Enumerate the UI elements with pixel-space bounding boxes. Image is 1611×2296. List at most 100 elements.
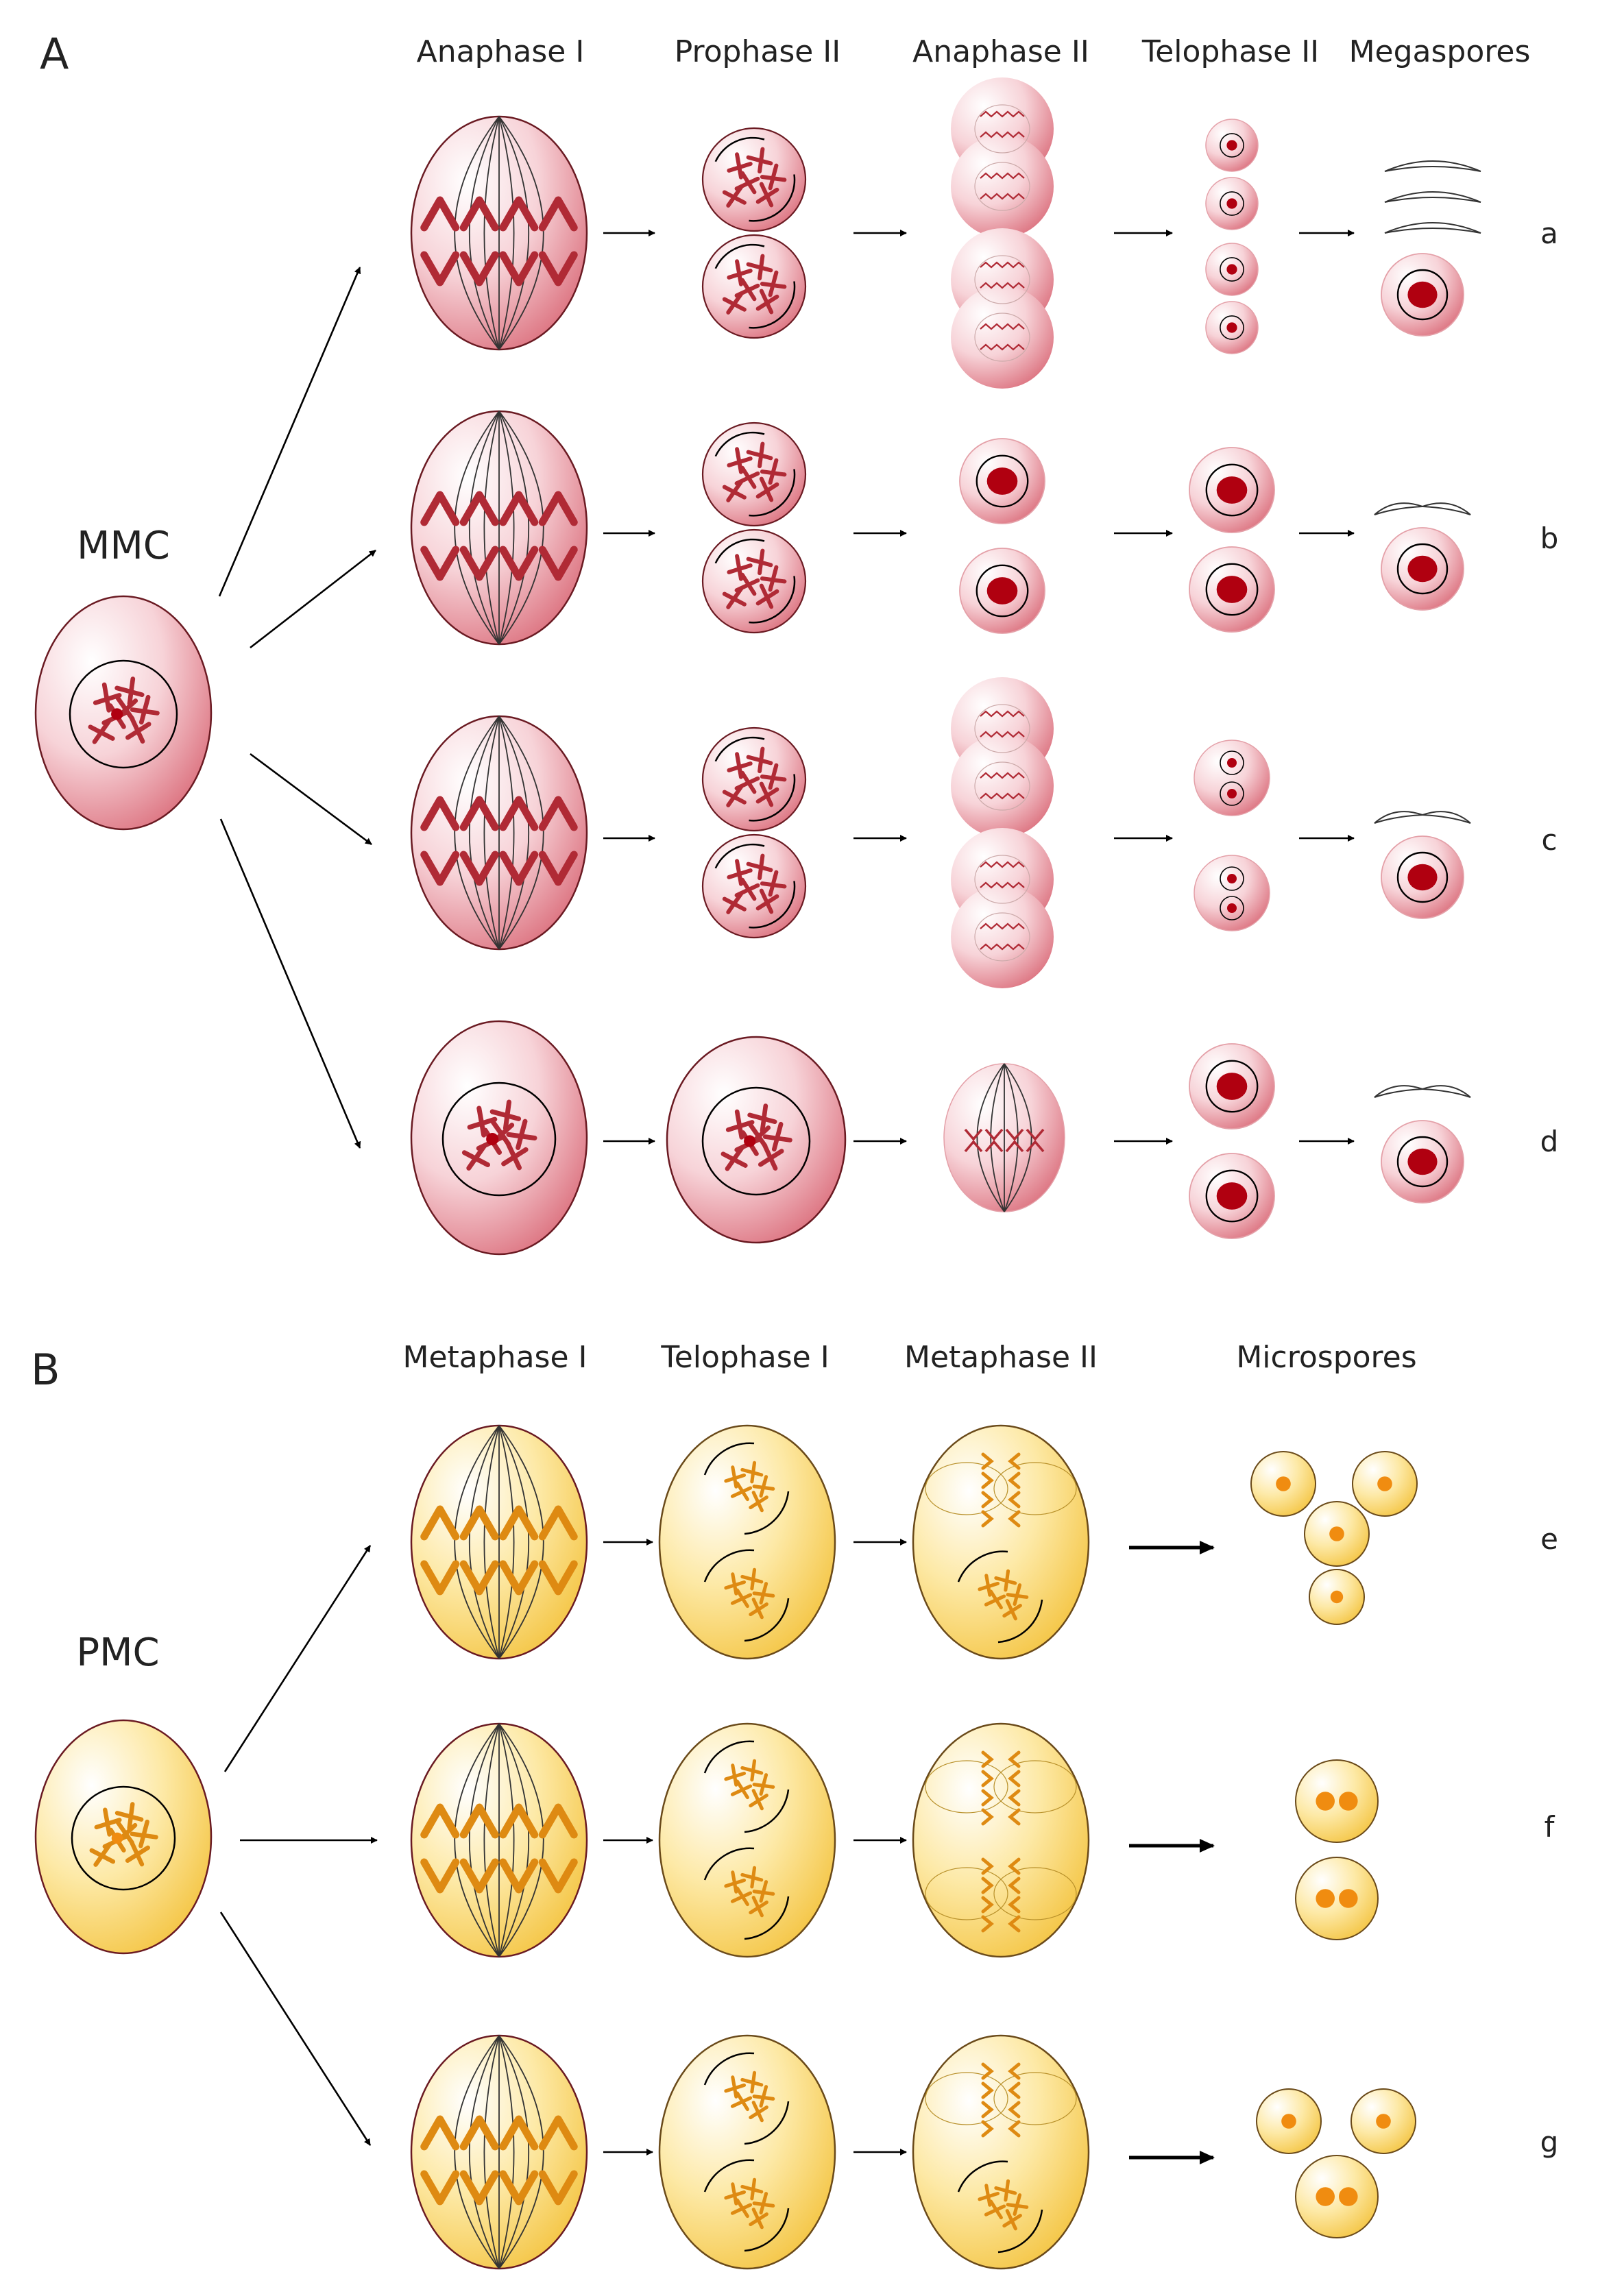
degenerate-spore [1384, 191, 1481, 203]
chromosome [420, 851, 460, 886]
functional-megaspore [1381, 1120, 1464, 1204]
chromosome [981, 2101, 1021, 2118]
spindle-fiber [993, 1462, 1077, 1515]
chromosome [964, 1128, 983, 1153]
prophase-ii-cell-d [666, 1036, 847, 1244]
nucleolus [1227, 758, 1237, 768]
cell-wall [1295, 1857, 1379, 1940]
chromosome [538, 1803, 578, 1839]
nucleolus [1226, 198, 1237, 209]
nuclear-envelope-fragment [749, 174, 796, 222]
chromosome [746, 147, 773, 174]
spindle-fiber [468, 2035, 500, 2269]
nucleus [1329, 1526, 1344, 1541]
functional-megaspore [1381, 253, 1464, 337]
nuclear-envelope-fragment [744, 1598, 790, 1642]
chromosome [758, 1143, 784, 1171]
nucleolus [1407, 281, 1438, 308]
spindle-fiber [993, 1760, 1077, 1813]
arrow [223, 1545, 372, 1772]
chromosome [1005, 1128, 1024, 1153]
stage-label-megaspores: Megaspores [1349, 34, 1531, 69]
chromosome [459, 251, 499, 286]
chromosome [740, 1461, 764, 1484]
chromosome [760, 870, 787, 897]
spindle-fiber [993, 2072, 1077, 2125]
chromosome [459, 546, 499, 581]
chromosome [980, 923, 1025, 930]
nuclear-envelope-fragment [714, 136, 765, 162]
spindle-fiber [498, 1425, 544, 1659]
nuclear-envelope-fragment [744, 1789, 790, 1833]
chromosome [420, 796, 460, 831]
nucleus [1281, 2114, 1296, 2129]
nuclear-envelope-fragment [703, 1442, 755, 1476]
chromosome [981, 1915, 1021, 1933]
arrow [250, 549, 376, 649]
microspore-binucleate [1295, 2155, 1379, 2238]
chromosome [420, 1505, 460, 1541]
chromosome [980, 792, 1025, 800]
nuclear-envelope [69, 659, 178, 769]
chromosome [730, 1779, 753, 1800]
nucleus [1316, 1792, 1335, 1811]
spindle-fiber [498, 411, 544, 645]
nuclear-envelope [1205, 563, 1259, 616]
degenerate-spore [1374, 811, 1423, 824]
prophase-ii-cell [701, 127, 807, 232]
chromosome [538, 796, 578, 831]
spindle-fiber [483, 411, 500, 645]
degenerate-spore [1374, 502, 1423, 515]
chromosome [740, 1567, 764, 1591]
chromosome [980, 282, 1025, 289]
nuclear-envelope-fragment [957, 2160, 1008, 2193]
spindle-fiber [454, 716, 500, 950]
chromosome [722, 479, 747, 502]
nucleolus [1407, 864, 1438, 891]
microspore-binucleate [1295, 1857, 1379, 1940]
spindle-fiber [468, 1425, 500, 1659]
microspore [1352, 1451, 1418, 1517]
cell-lobe [951, 735, 1054, 838]
spindle-fiber [498, 2035, 515, 2269]
chromosome [746, 441, 773, 469]
anaphase-ii-cell [951, 77, 1054, 238]
chromosome [538, 196, 578, 232]
spindle-fiber [974, 912, 1030, 962]
spindle-fiber [454, 116, 500, 350]
chromosome [984, 1589, 1006, 1610]
chromosome [499, 851, 539, 886]
chromosome [994, 2179, 1017, 2202]
chromosome [1026, 1128, 1045, 1153]
anaphase-ii-cell-d [943, 1063, 1065, 1212]
telophase-ii-cell-c [1194, 740, 1270, 931]
chromosome [746, 853, 773, 881]
chromosome [420, 1858, 460, 1894]
spindle-fiber [498, 411, 530, 645]
chromosome [499, 546, 539, 581]
arrow [218, 267, 361, 597]
nuclear-envelope-fragment [749, 469, 796, 517]
spindle-fiber [974, 162, 1030, 211]
nucleolus [986, 467, 1018, 495]
chromosome [994, 1569, 1017, 1592]
chromosome [752, 1880, 775, 1903]
nucleolus [1227, 903, 1237, 913]
degenerate-spores-d [1374, 1085, 1471, 1098]
chromosome [749, 2208, 768, 2230]
chromosome [730, 1588, 753, 1609]
pmc-cell [34, 1719, 213, 1955]
chromosome [459, 796, 499, 831]
spindle-fiber [925, 1867, 1008, 1920]
arrow [219, 1912, 372, 2146]
mmc-label: MMC [77, 524, 170, 568]
degenerate-spores-c [1374, 811, 1471, 824]
spindle-fiber [498, 716, 544, 950]
nucleolus [1226, 264, 1237, 275]
chromosome [459, 1505, 499, 1541]
nuclear-envelope [1220, 191, 1244, 216]
chromosome [981, 1770, 1021, 1787]
row-label-e: e [1540, 1522, 1558, 1556]
spindle-fiber [454, 1425, 500, 1659]
nuclear-envelope [1220, 781, 1244, 806]
